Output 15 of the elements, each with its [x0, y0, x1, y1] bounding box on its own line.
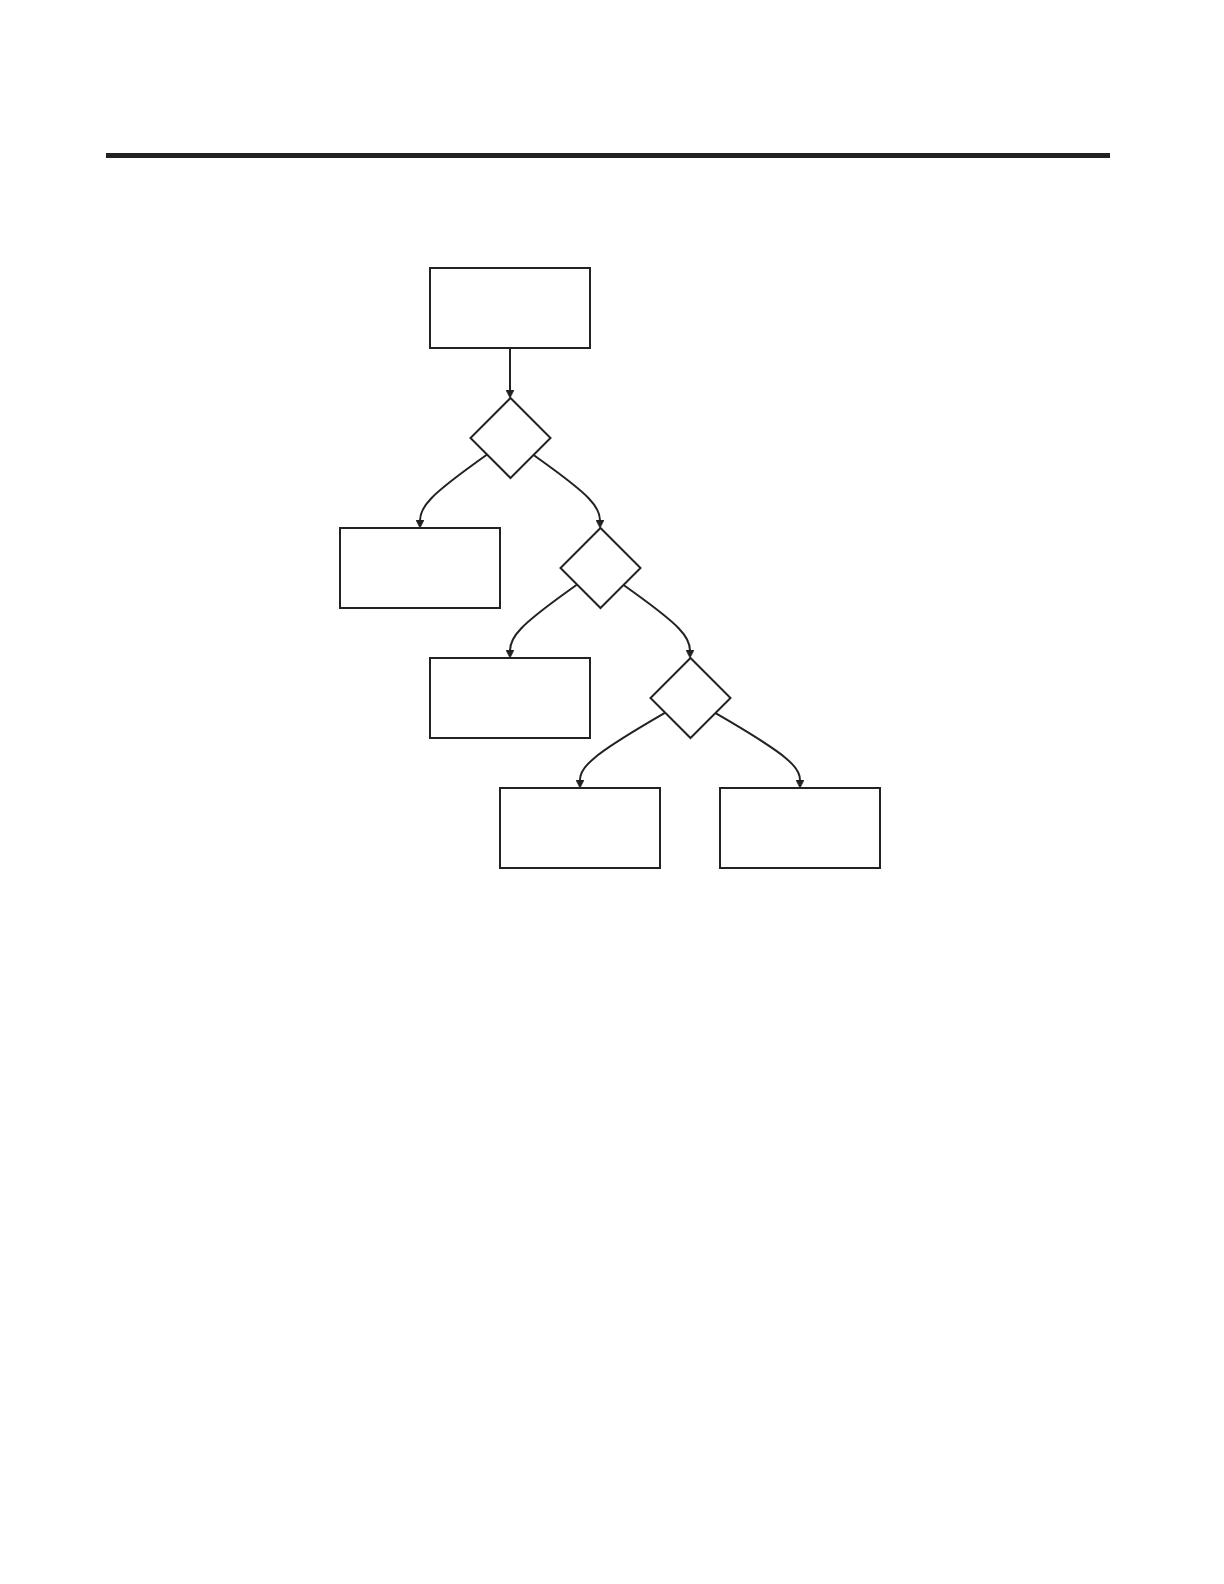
- arrow: [532, 453, 605, 529]
- node-box: [429, 267, 591, 349]
- arrow: [415, 453, 488, 529]
- node-diamond: [649, 656, 732, 740]
- arrow: [622, 583, 695, 659]
- node-box: [499, 787, 661, 869]
- arrow: [714, 711, 805, 789]
- arrow: [505, 583, 578, 659]
- node-diamond: [559, 526, 642, 610]
- arrow: [575, 711, 666, 789]
- arrow: [505, 347, 515, 399]
- node-box: [429, 657, 591, 739]
- node-diamond: [469, 396, 552, 480]
- node-box: [719, 787, 881, 869]
- node-box: [339, 527, 501, 609]
